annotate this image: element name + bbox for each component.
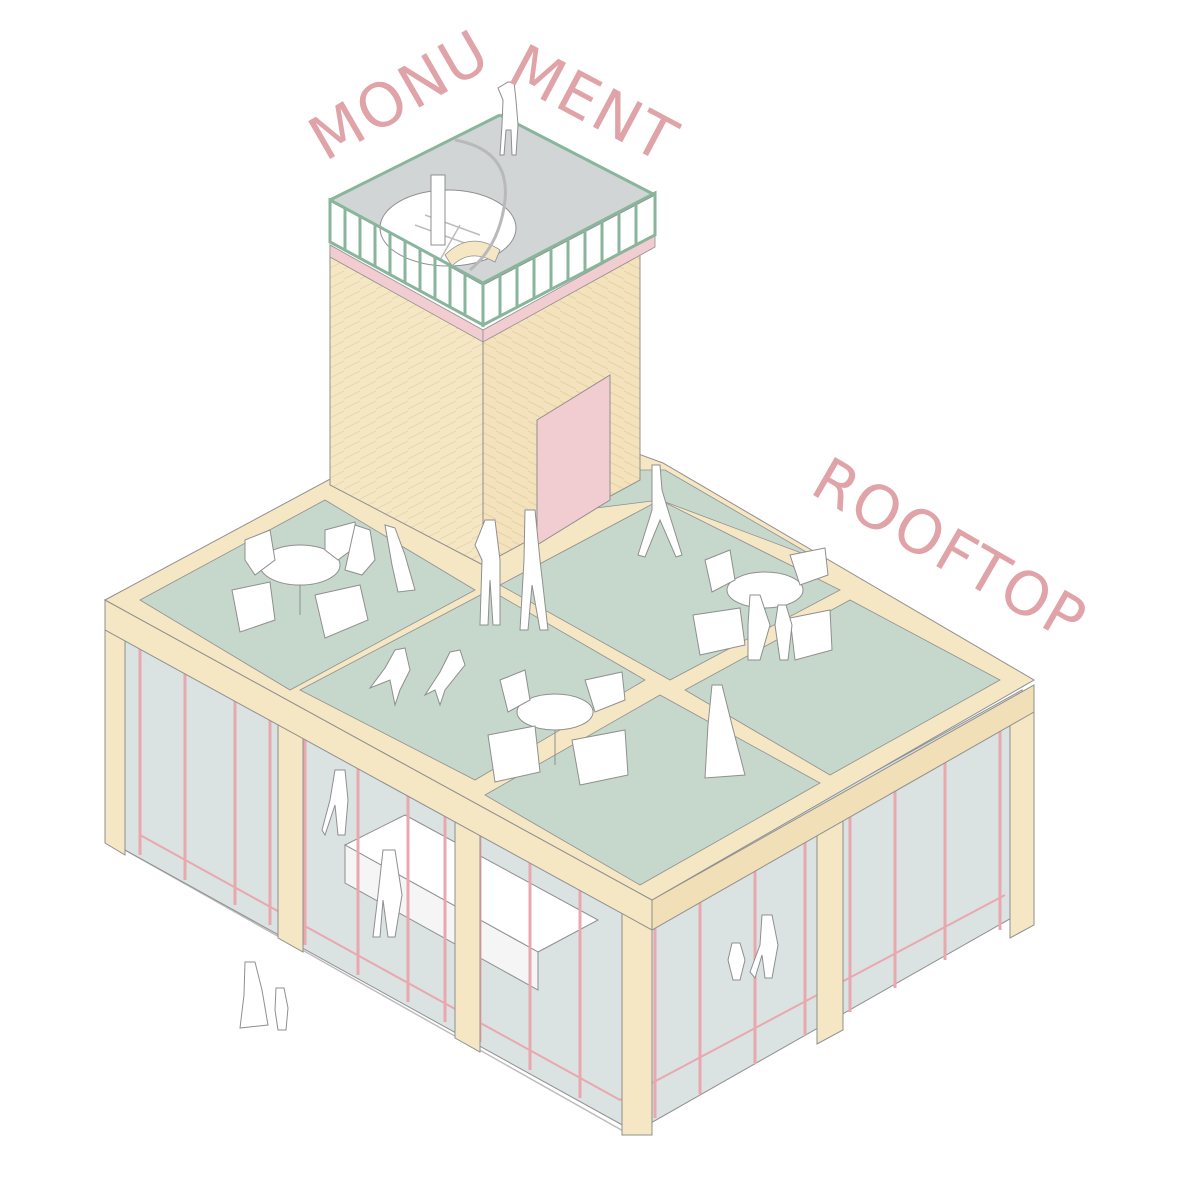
person-interior-child: [727, 942, 746, 981]
person-interior-2: [372, 849, 403, 938]
person-dancing: [747, 594, 771, 661]
person-dress-2: [704, 684, 746, 779]
right-edge-beam: [651, 684, 1035, 931]
people: [239, 464, 793, 1031]
right-mullions: [653, 711, 1002, 1118]
railing-front-right: [481, 190, 657, 328]
person-interior-1: [321, 769, 349, 837]
person-pair-a: [474, 519, 501, 626]
person-at-table-1: [344, 524, 376, 576]
table-set-3: [487, 669, 629, 786]
table-set-1: [231, 521, 369, 639]
person-running-1: [368, 647, 411, 707]
person-interior-3: [749, 914, 779, 980]
person-adult-outside: [239, 961, 269, 1029]
person-dress-1: [384, 524, 416, 593]
table-set-2: [692, 547, 833, 661]
railing-back: [329, 113, 656, 202]
monument-tower: [329, 234, 656, 566]
stair-handrail: [454, 138, 507, 272]
tower-top-platform: [328, 81, 657, 328]
person-pair-b: [519, 509, 549, 631]
person-child-outside: [274, 987, 289, 1031]
person-running-2: [423, 649, 466, 707]
stair-tread: [444, 240, 501, 267]
stair-post: [430, 174, 446, 246]
person-child-rooftop: [774, 604, 793, 661]
person-walking-rooftop: [637, 464, 683, 558]
rooftop-furniture: [231, 521, 833, 786]
figure-on-tower: [497, 81, 519, 156]
tower-door: [536, 374, 611, 546]
